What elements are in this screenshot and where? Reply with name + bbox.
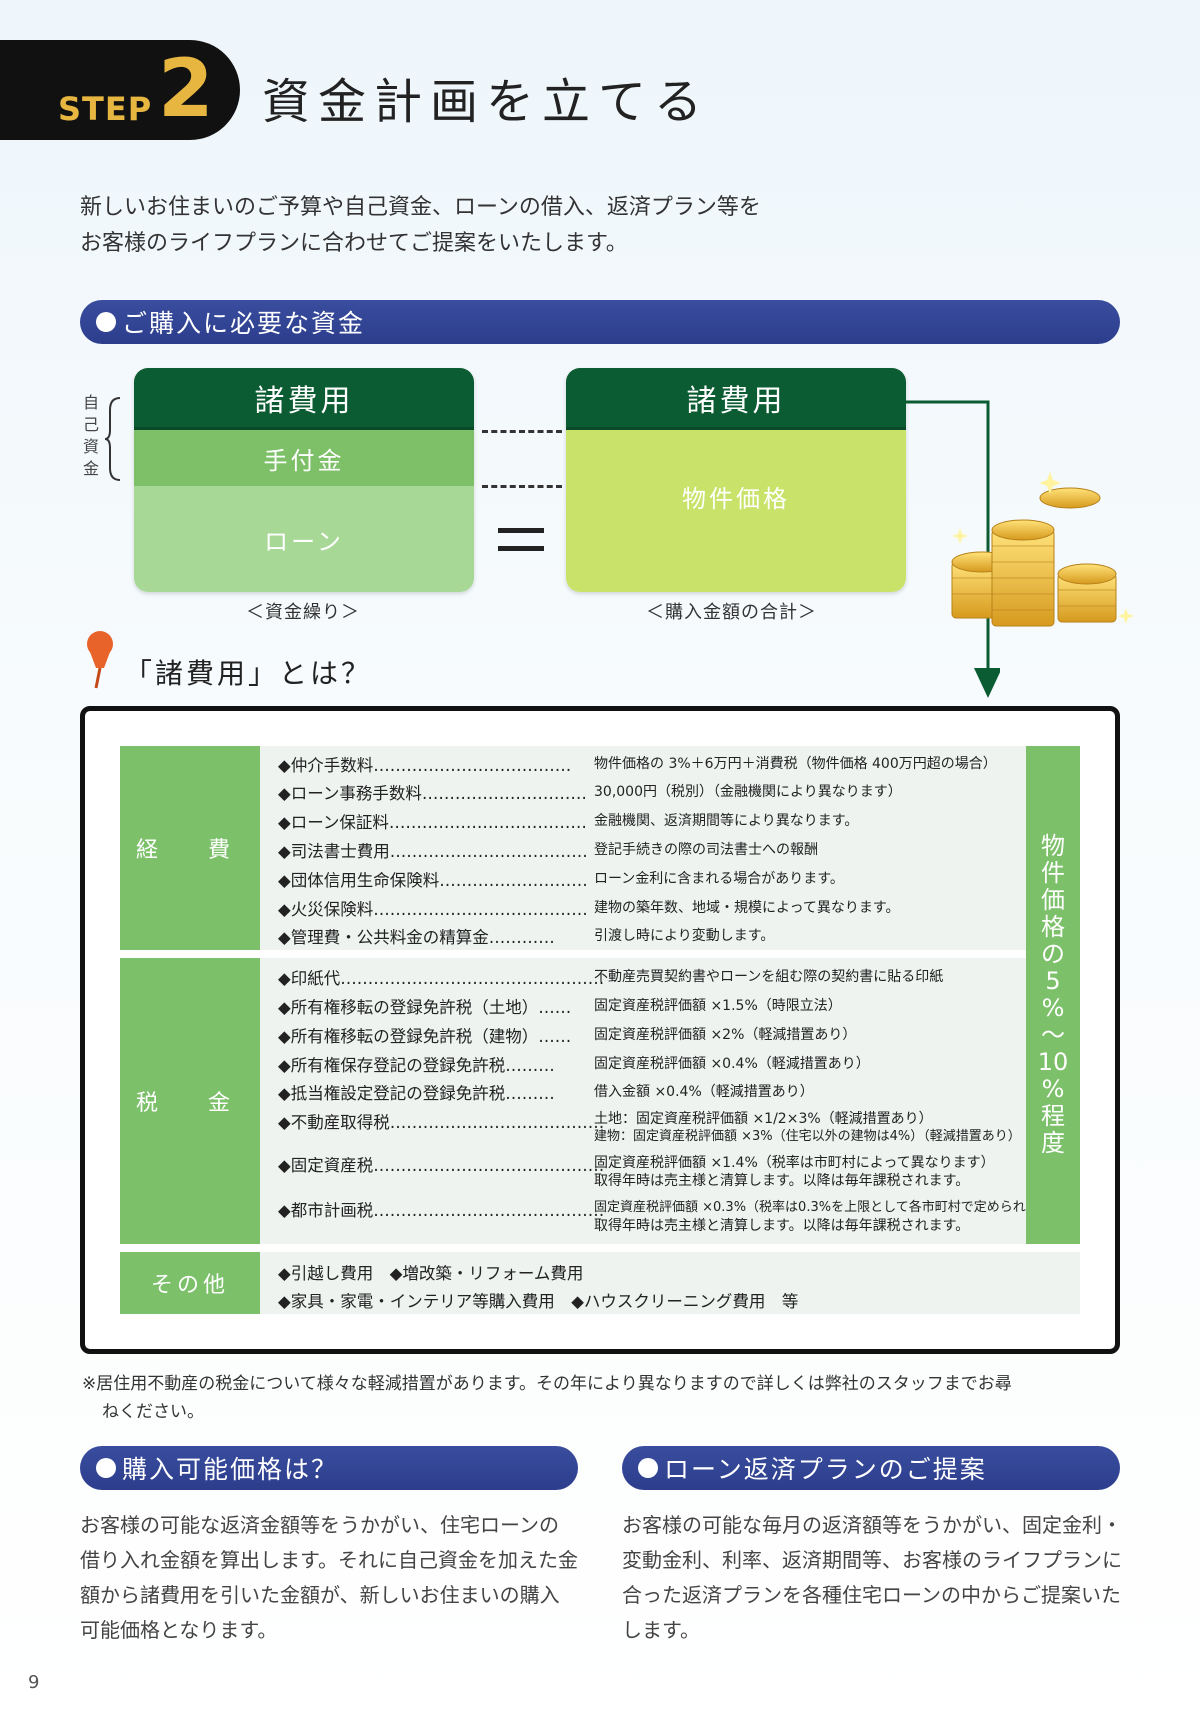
brace-icon [104, 397, 121, 481]
tax-desc: 固定資産税評価額 ×1.5%（時限立法） [594, 998, 842, 1014]
section-heading-label: ローン返済プランのご提案 [664, 1455, 987, 1484]
category-label-other: その他 [120, 1252, 260, 1314]
tax-note: ※居住用不動産の税金について様々な軽減措置があります。その年により異なりますので… [82, 1374, 1012, 1422]
category-label-expenses: 経 費 [120, 746, 260, 950]
tax-desc: 借入金額 ×0.4%（軽減措置あり） [594, 1084, 814, 1100]
tax-item: ◆都市計画税…………………………………… [278, 1201, 605, 1220]
section-heading-affordable-price: 購入可能価格は？ [80, 1446, 578, 1490]
other-item: ◆引越し費用 ◆増改築・リフォーム費用 [278, 1264, 584, 1283]
tax-desc: 建物：固定資産税評価額 ×3%（住宅以外の建物は4%）（軽減措置あり） [594, 1129, 1021, 1144]
expenses-body [260, 746, 1026, 950]
page-title: 資金計画を立てる [262, 74, 711, 130]
intro-text: 新しいお住まいのご予算や自己資金、ローンの借入、返済プラン等を お客様のライフプ… [80, 190, 761, 262]
tax-item: ◆固定資産税…………………………………… [278, 1156, 605, 1175]
bullet-dot-icon [638, 1458, 658, 1478]
tax-desc: 固定資産税評価額 ×2%（軽減措置あり） [594, 1027, 857, 1043]
category-label-taxes: 税 金 [120, 958, 260, 1244]
funding-block-costs: 諸費用 [134, 368, 474, 430]
cost-item: ◆仲介手数料……………………………… [278, 756, 572, 775]
tax-desc: 固定資産税評価額 ×0.3%（税率は0.3%を上限として各市町村で定められます） [594, 1200, 1065, 1215]
other-item: ◆家具・家電・インテリア等購入費用 ◆ハウスクリーニング費用 等 [278, 1292, 799, 1311]
taxes-body [260, 958, 1026, 1244]
self-funds-label: 自 己 資 金 [82, 393, 99, 478]
tax-item: ◆印紙代………………………………………… [278, 969, 605, 988]
tax-desc: 取得年時は売主様と清算します。以降は毎年課税されます。 [594, 1173, 970, 1189]
tax-desc: 固定資産税評価額 ×1.4%（税率は市町村によって異なります） [594, 1155, 995, 1171]
funding-block-loan: ローン [134, 486, 474, 592]
tax-item: ◆所有権保存登記の登録免許税……… [278, 1056, 555, 1075]
step-badge [0, 40, 240, 140]
step-number: 2 [158, 42, 214, 135]
cost-desc: 物件価格の 3%＋6万円＋消費税（物件価格 400万円超の場合） [594, 756, 997, 772]
tax-desc: 不動産売買契約書やローンを組む際の契約書に貼る印紙 [594, 969, 944, 985]
tax-desc: 取得年時は売主様と清算します。以降は毎年課税されます。 [594, 1218, 970, 1234]
cost-item: ◆火災保険料………………………………… [278, 900, 588, 919]
cost-item: ◆司法書士費用……………………………… [278, 842, 588, 861]
page-number: 9 [28, 1672, 40, 1693]
ratio-side-bar: 物 件 価 格 の 5 % 〜 10 % 程 度 [1026, 746, 1080, 1244]
other-body [260, 1252, 1080, 1314]
dashed-connector [482, 485, 562, 488]
cost-desc: 登記手続きの際の司法書士への報酬 [594, 842, 818, 858]
cost-item: ◆団体信用生命保険料……………………… [278, 871, 588, 890]
affordable-price-text: お客様の可能な返済金額等をうかがい、住宅ローンの 借り入れ金額を算出します。それ… [80, 1513, 578, 1642]
tax-item: ◆所有権移転の登録免許税（建物）…… [278, 1027, 572, 1046]
cost-item: ◆ローン保証料……………………………… [278, 813, 587, 832]
cost-desc: ローン金利に含まれる場合があります。 [594, 871, 844, 887]
tax-item: ◆不動産取得税………………………………… [278, 1113, 605, 1132]
purchase-block: 諸費用 物件価格 [566, 368, 906, 592]
dashed-connector [482, 430, 562, 433]
costs-definition-title: 「諸費用」とは？ [124, 657, 373, 690]
tax-desc: 固定資産税評価額 ×0.4%（軽減措置あり） [594, 1056, 870, 1072]
section-heading-label: ご購入に必要な資金 [122, 309, 366, 338]
intro-line: お客様のライフプランに合わせてご提案をいたします。 [80, 231, 628, 256]
cost-desc: 金融機関、返済期間等により異なります。 [594, 813, 859, 829]
funding-block-deposit: 手付金 [134, 430, 474, 486]
section-heading-repayment-plan: ローン返済プランのご提案 [622, 1446, 1120, 1490]
coins-icon [951, 472, 1134, 627]
cost-desc: 30,000円（税別）（金融機関により異なります） [594, 784, 902, 800]
purchase-block-costs: 諸費用 [566, 368, 906, 430]
equals-sign-icon [498, 528, 544, 564]
cost-item: ◆管理費・公共料金の精算金………… [278, 928, 555, 947]
tax-item: ◆抵当権設定登記の登録免許税……… [278, 1084, 555, 1103]
purchase-block-price: 物件価格 [566, 430, 906, 592]
tax-item: ◆所有権移転の登録免許税（土地）…… [278, 998, 572, 1017]
repayment-plan-text: お客様の可能な毎月の返済額等をうかがい、固定金利・ 変動金利、利率、返済期間等、… [622, 1513, 1122, 1642]
section-heading-label: 購入可能価格は？ [122, 1455, 339, 1484]
funding-caption: ＜資金繰り＞ [246, 602, 360, 623]
bullet-dot-icon [96, 1458, 116, 1478]
section-heading-funds: ご購入に必要な資金 [80, 300, 1120, 344]
purchase-caption: ＜購入金額の合計＞ [646, 602, 817, 623]
tax-desc: 土地：固定資産税評価額 ×1/2×3%（軽減措置あり） [594, 1111, 933, 1127]
cost-desc: 建物の築年数、地域・規模によって異なります。 [594, 900, 900, 916]
pushpin-icon [87, 631, 113, 689]
funding-block: 諸費用 手付金 ローン [134, 368, 474, 592]
step-word: STEP [58, 90, 153, 128]
bullet-dot-icon [96, 312, 116, 332]
intro-line: 新しいお住まいのご予算や自己資金、ローンの借入、返済プラン等を [80, 195, 761, 220]
cost-item: ◆ローン事務手数料………………………… [278, 784, 587, 803]
cost-desc: 引渡し時により変動します。 [594, 928, 775, 944]
